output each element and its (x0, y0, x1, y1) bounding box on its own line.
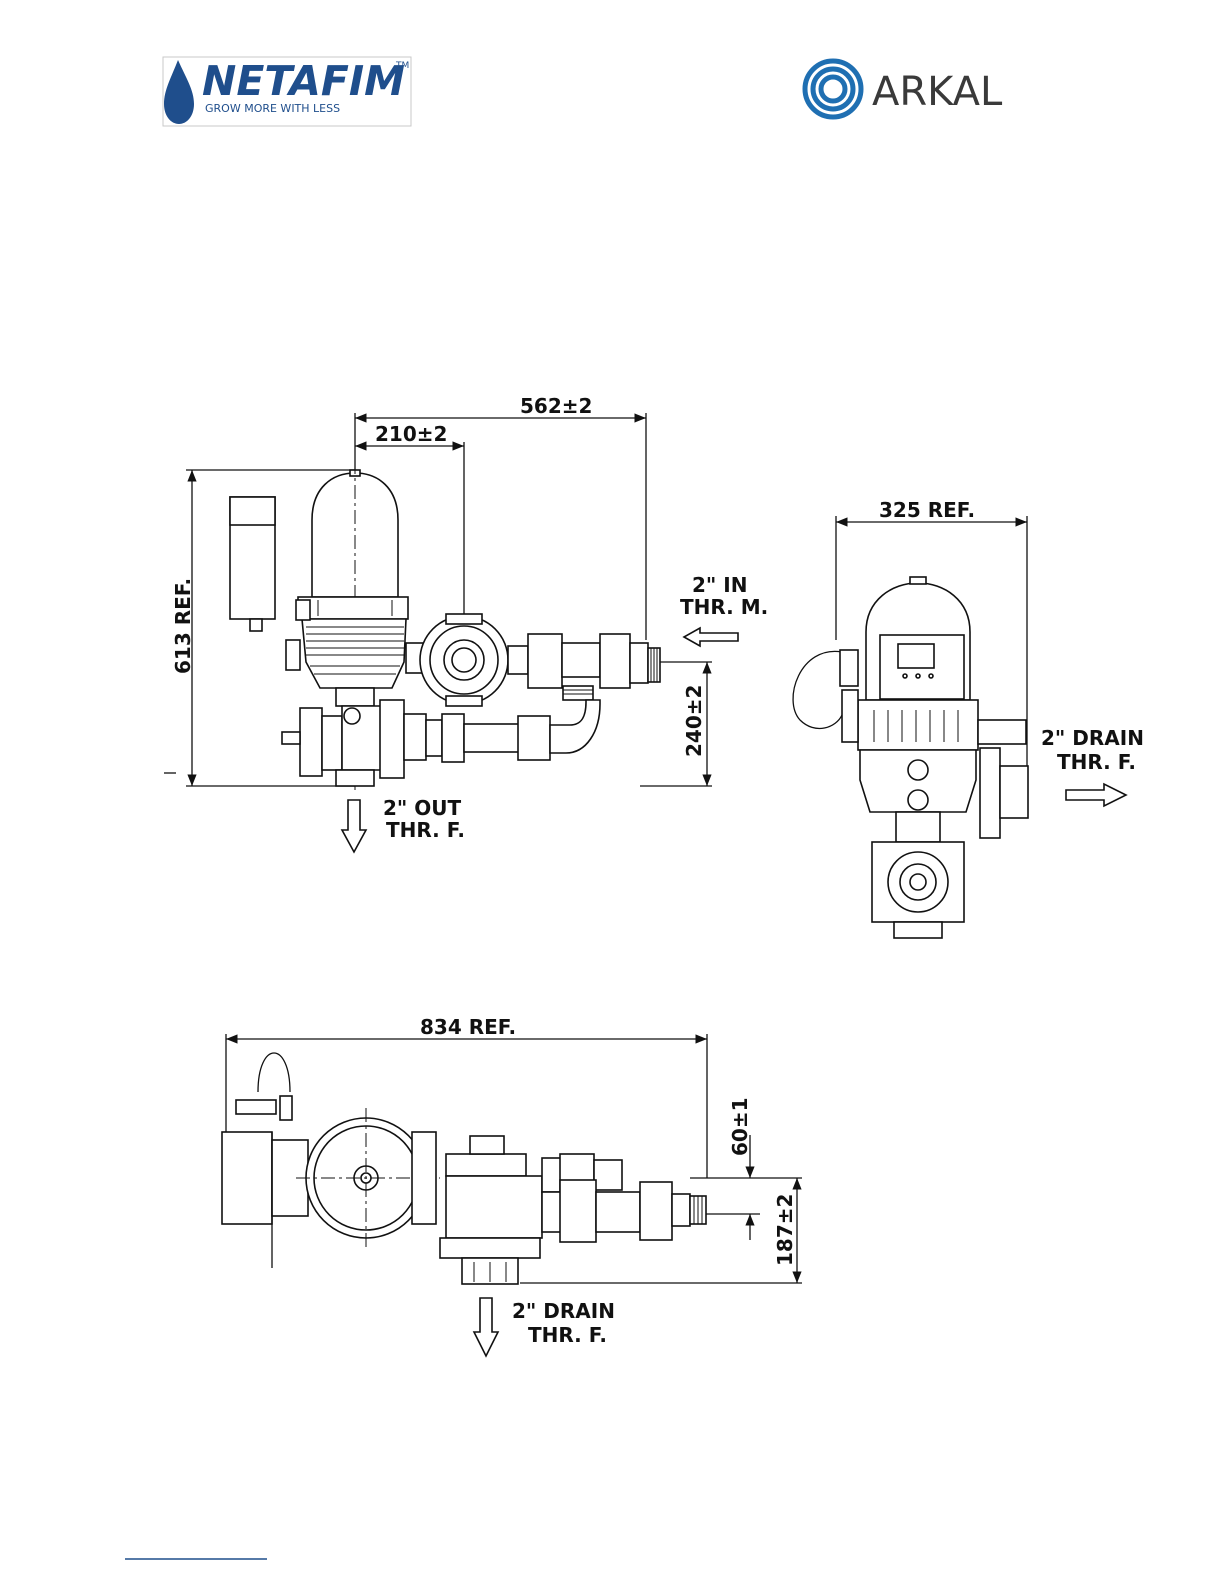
drain-label-size: 2" DRAIN (1041, 726, 1144, 750)
flow-arrow-icon (1066, 784, 1126, 806)
dim-offset-small: 60±1 (728, 1097, 752, 1156)
netafim-wordmark: NETAFIM (202, 57, 405, 105)
netafim-logo: NETAFIM TM GROW MORE WITH LESS (163, 57, 411, 126)
drain-label-size-top: 2" DRAIN (512, 1299, 615, 1323)
flow-arrow-icon (474, 1298, 498, 1356)
outlet-label-size: 2" OUT (383, 796, 462, 820)
drain-label-thread: THR. F. (1057, 750, 1136, 774)
dim-offset-large: 187±2 (773, 1194, 797, 1266)
inlet-label-thread: THR. M. (680, 595, 768, 619)
dim-inlet-height: 240±2 (682, 685, 706, 757)
inlet-label-size: 2" IN (692, 573, 747, 597)
dim-height: 613 REF. (171, 578, 195, 674)
arkal-wordmark: ARKAL (872, 69, 1003, 115)
drain-label-thread-top: THR. F. (528, 1323, 607, 1347)
dim-overall-length: 562±2 (520, 394, 592, 418)
dim-width: 325 REF. (879, 498, 975, 522)
netafim-tagline: GROW MORE WITH LESS (205, 102, 340, 115)
flow-arrow-icon (342, 800, 366, 852)
flow-arrow-icon (684, 628, 738, 646)
dim-axis-offset: 210±2 (375, 422, 447, 446)
top-view: 834 REF. 60±1 187±2 (222, 1015, 802, 1356)
side-view: 562±2 210±2 613 REF. 240±2 (164, 394, 768, 852)
arkal-logo: ARKAL (805, 61, 1003, 117)
dim-overall-length-top: 834 REF. (420, 1015, 516, 1039)
concentric-rings-icon (805, 61, 861, 117)
outlet-label-thread: THR. F. (386, 818, 465, 842)
trademark-mark: TM (395, 61, 409, 71)
front-view: 325 REF. 2" DRAIN THR. F. (793, 498, 1144, 938)
